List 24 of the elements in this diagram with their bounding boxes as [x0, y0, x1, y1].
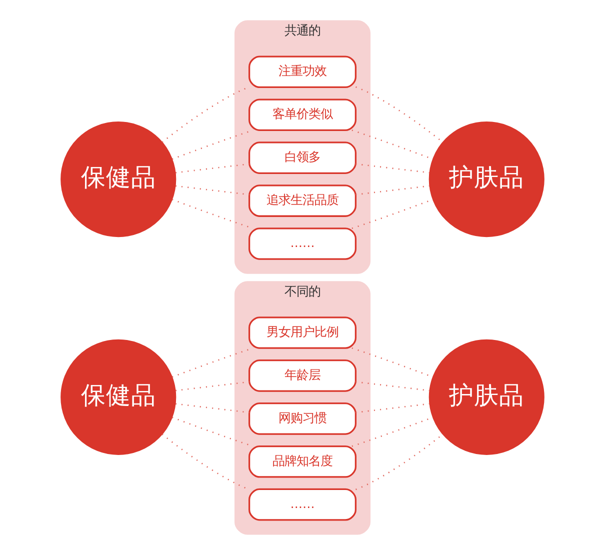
node-circle: 保健品 [60, 339, 176, 455]
node-box: 网购习惯 [248, 402, 356, 435]
connector [356, 185, 430, 196]
node-box: 年龄层 [248, 360, 356, 392]
node-box: 客单价类似 [248, 98, 356, 132]
node-box: …… [248, 228, 356, 260]
connector [356, 163, 430, 174]
node-circle: 护肤品 [428, 122, 544, 238]
node-box: …… [248, 488, 356, 521]
connector [175, 163, 250, 174]
connector [175, 185, 250, 196]
connector [172, 416, 254, 447]
node-box: 追求生活品质 [248, 184, 356, 217]
node-box: 白领多 [248, 142, 356, 174]
connector [175, 403, 250, 414]
node-box: 男女用户比例 [248, 316, 356, 349]
node-box: 品牌知名度 [248, 445, 356, 478]
node-box: 注重功效 [248, 56, 356, 88]
connector [175, 381, 250, 392]
connector [356, 381, 430, 392]
connector [356, 403, 430, 414]
connector [172, 130, 254, 160]
node-circle: 护肤品 [428, 339, 544, 455]
node-circle: 保健品 [60, 122, 176, 238]
